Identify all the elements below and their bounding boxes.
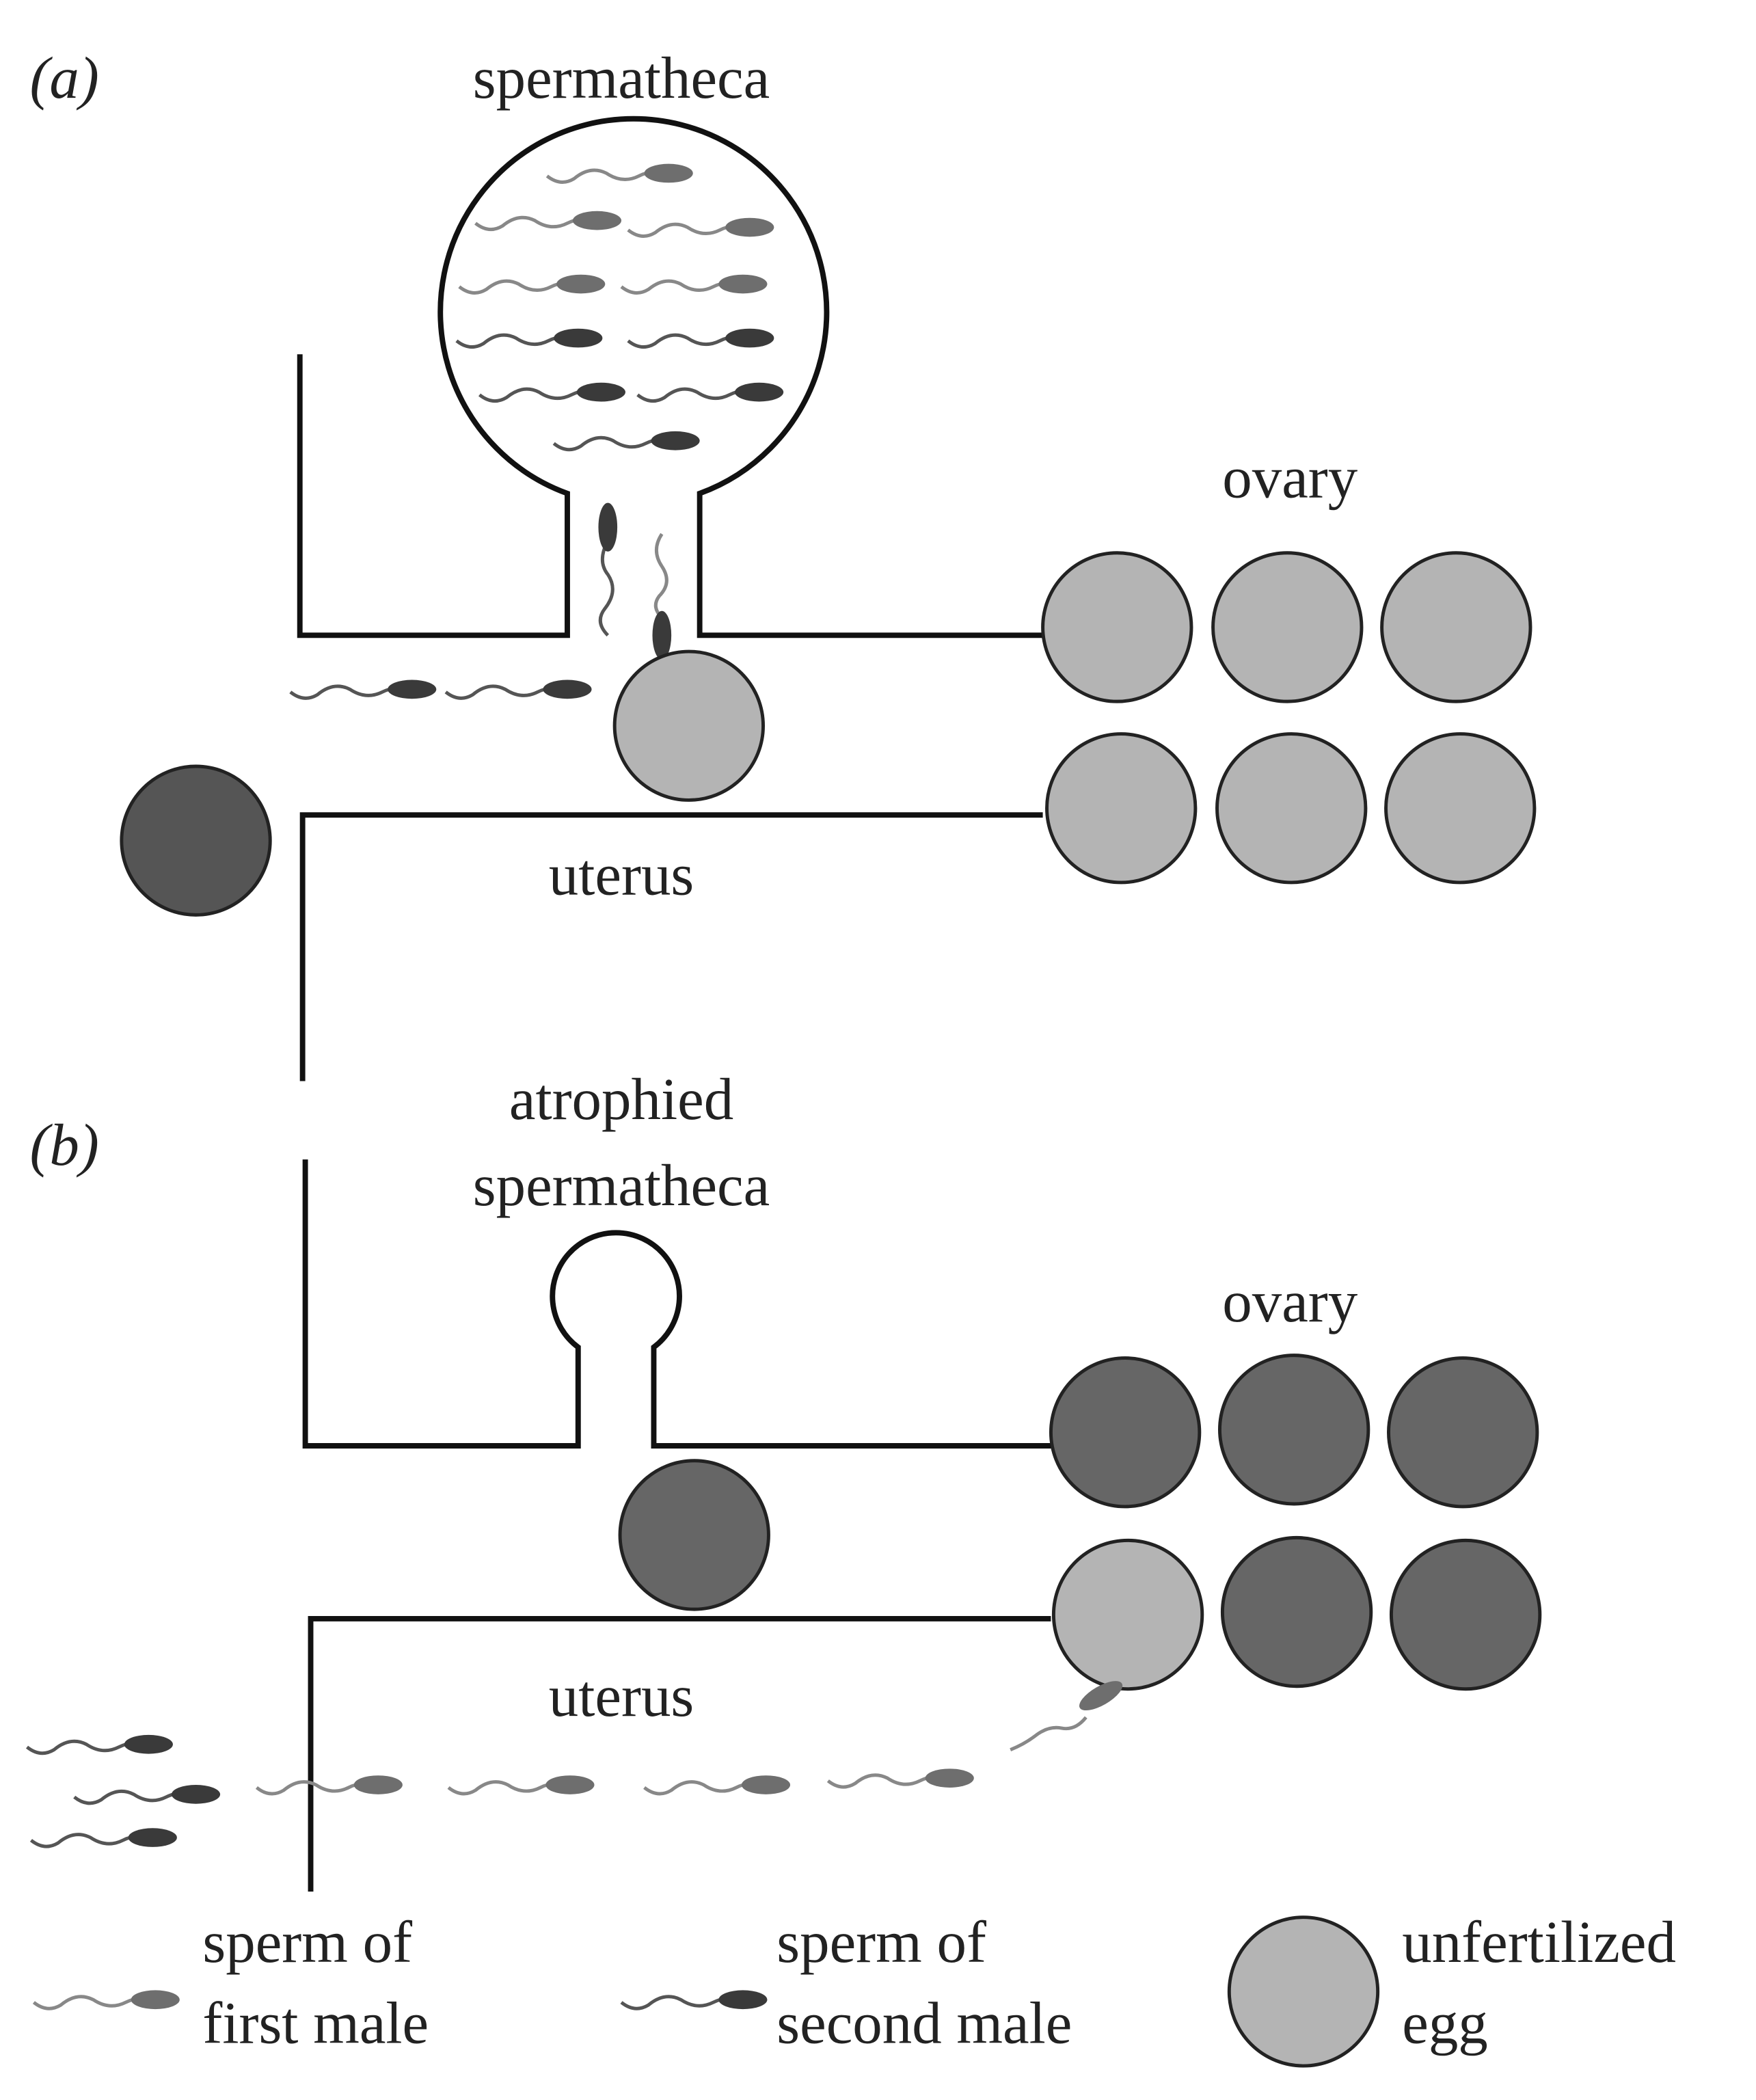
legend-egg-line2: egg (1402, 1990, 1488, 2056)
ovary-egg (1384, 732, 1537, 885)
spermatheca-outline (297, 116, 1043, 638)
uterus-label-a: uterus (549, 842, 694, 908)
sperm-first-male-icon (33, 1990, 179, 2009)
legend-first-male: sperm of first male (33, 1909, 429, 2056)
atrophied-spermatheca-outline (302, 1159, 1051, 1449)
uterus-wall-a (299, 812, 1043, 1081)
ovary-egg (1045, 732, 1198, 885)
sperm-first-male (476, 211, 621, 230)
sperm-second-male (628, 329, 774, 348)
ovary-egg (1041, 551, 1193, 703)
sperm-first-male (448, 1775, 594, 1794)
duct-sperm (598, 502, 672, 660)
egg-being-fertilized (612, 649, 765, 802)
sperm-first-male (628, 218, 774, 237)
sperm-first-male (459, 275, 605, 294)
uterus-sperm-b (27, 1681, 1123, 1847)
spermatheca-sperm (457, 164, 783, 450)
legend-second-male-line2: second male (776, 1990, 1072, 2056)
sperm-second-male (480, 383, 625, 402)
ovary-label-b: ovary (1222, 1269, 1357, 1334)
panel-b-label: (b) (29, 1112, 98, 1178)
ovary-label-a: ovary (1222, 445, 1357, 511)
sperm-second-male (554, 431, 699, 450)
ovary-egg (1211, 551, 1364, 703)
atrophied-label: atrophied (509, 1066, 733, 1132)
sperm-first-male (645, 1775, 790, 1794)
panel-b: (b) atrophied spermatheca ovary uterus (27, 1066, 1542, 1892)
legend-first-male-line2: first male (202, 1990, 429, 2056)
legend-egg: unfertilized egg (1227, 1909, 1676, 2068)
ovary-egg (1389, 1538, 1542, 1691)
uterus-wall-b (308, 1616, 1051, 1892)
legend-second-male: sperm of second male (621, 1909, 1072, 2056)
sperm-second-male (638, 383, 783, 402)
legend-egg-line1: unfertilized (1402, 1909, 1676, 1975)
egg-passing (618, 1459, 770, 1611)
ovary-a (1041, 551, 1537, 885)
ovary-egg (1049, 1356, 1202, 1509)
panel-a-label: (a) (29, 45, 98, 111)
sperm-second-male (457, 329, 602, 348)
ovary-egg (1380, 551, 1532, 703)
ovary-egg (1051, 1538, 1204, 1691)
sperm-first-male (256, 1775, 402, 1794)
atrophied-spermatheca-label: spermatheca (473, 1153, 770, 1218)
uterus-label-b: uterus (549, 1663, 694, 1729)
ovary-egg (1387, 1356, 1539, 1509)
legend-first-male-line1: sperm of (202, 1909, 412, 1975)
sperm-first-male (547, 164, 692, 183)
sperm-second-male (446, 680, 591, 699)
sperm-second-male (31, 1828, 176, 1847)
sperm-second-male (291, 680, 436, 699)
ovary-egg (1220, 1535, 1373, 1688)
sperm-second-male (27, 1735, 173, 1754)
panel-a: (a) spermatheca ovary uterus (29, 45, 1537, 1081)
ovary-b (1049, 1354, 1542, 1691)
ovary-egg (1215, 732, 1368, 885)
ovary-egg (1217, 1354, 1370, 1506)
sperm-first-male (828, 1768, 973, 1788)
spermatheca-label: spermatheca (473, 45, 770, 111)
legend: sperm of first male sperm of second male… (33, 1909, 1676, 2068)
legend-second-male-line1: sperm of (776, 1909, 986, 1975)
sperm-second-male (75, 1785, 220, 1804)
sperm-second-male-icon (621, 1990, 767, 2009)
unfertilized-egg-icon (1227, 1915, 1380, 2068)
laid-egg (120, 764, 272, 917)
sperm-first-male (621, 275, 767, 294)
